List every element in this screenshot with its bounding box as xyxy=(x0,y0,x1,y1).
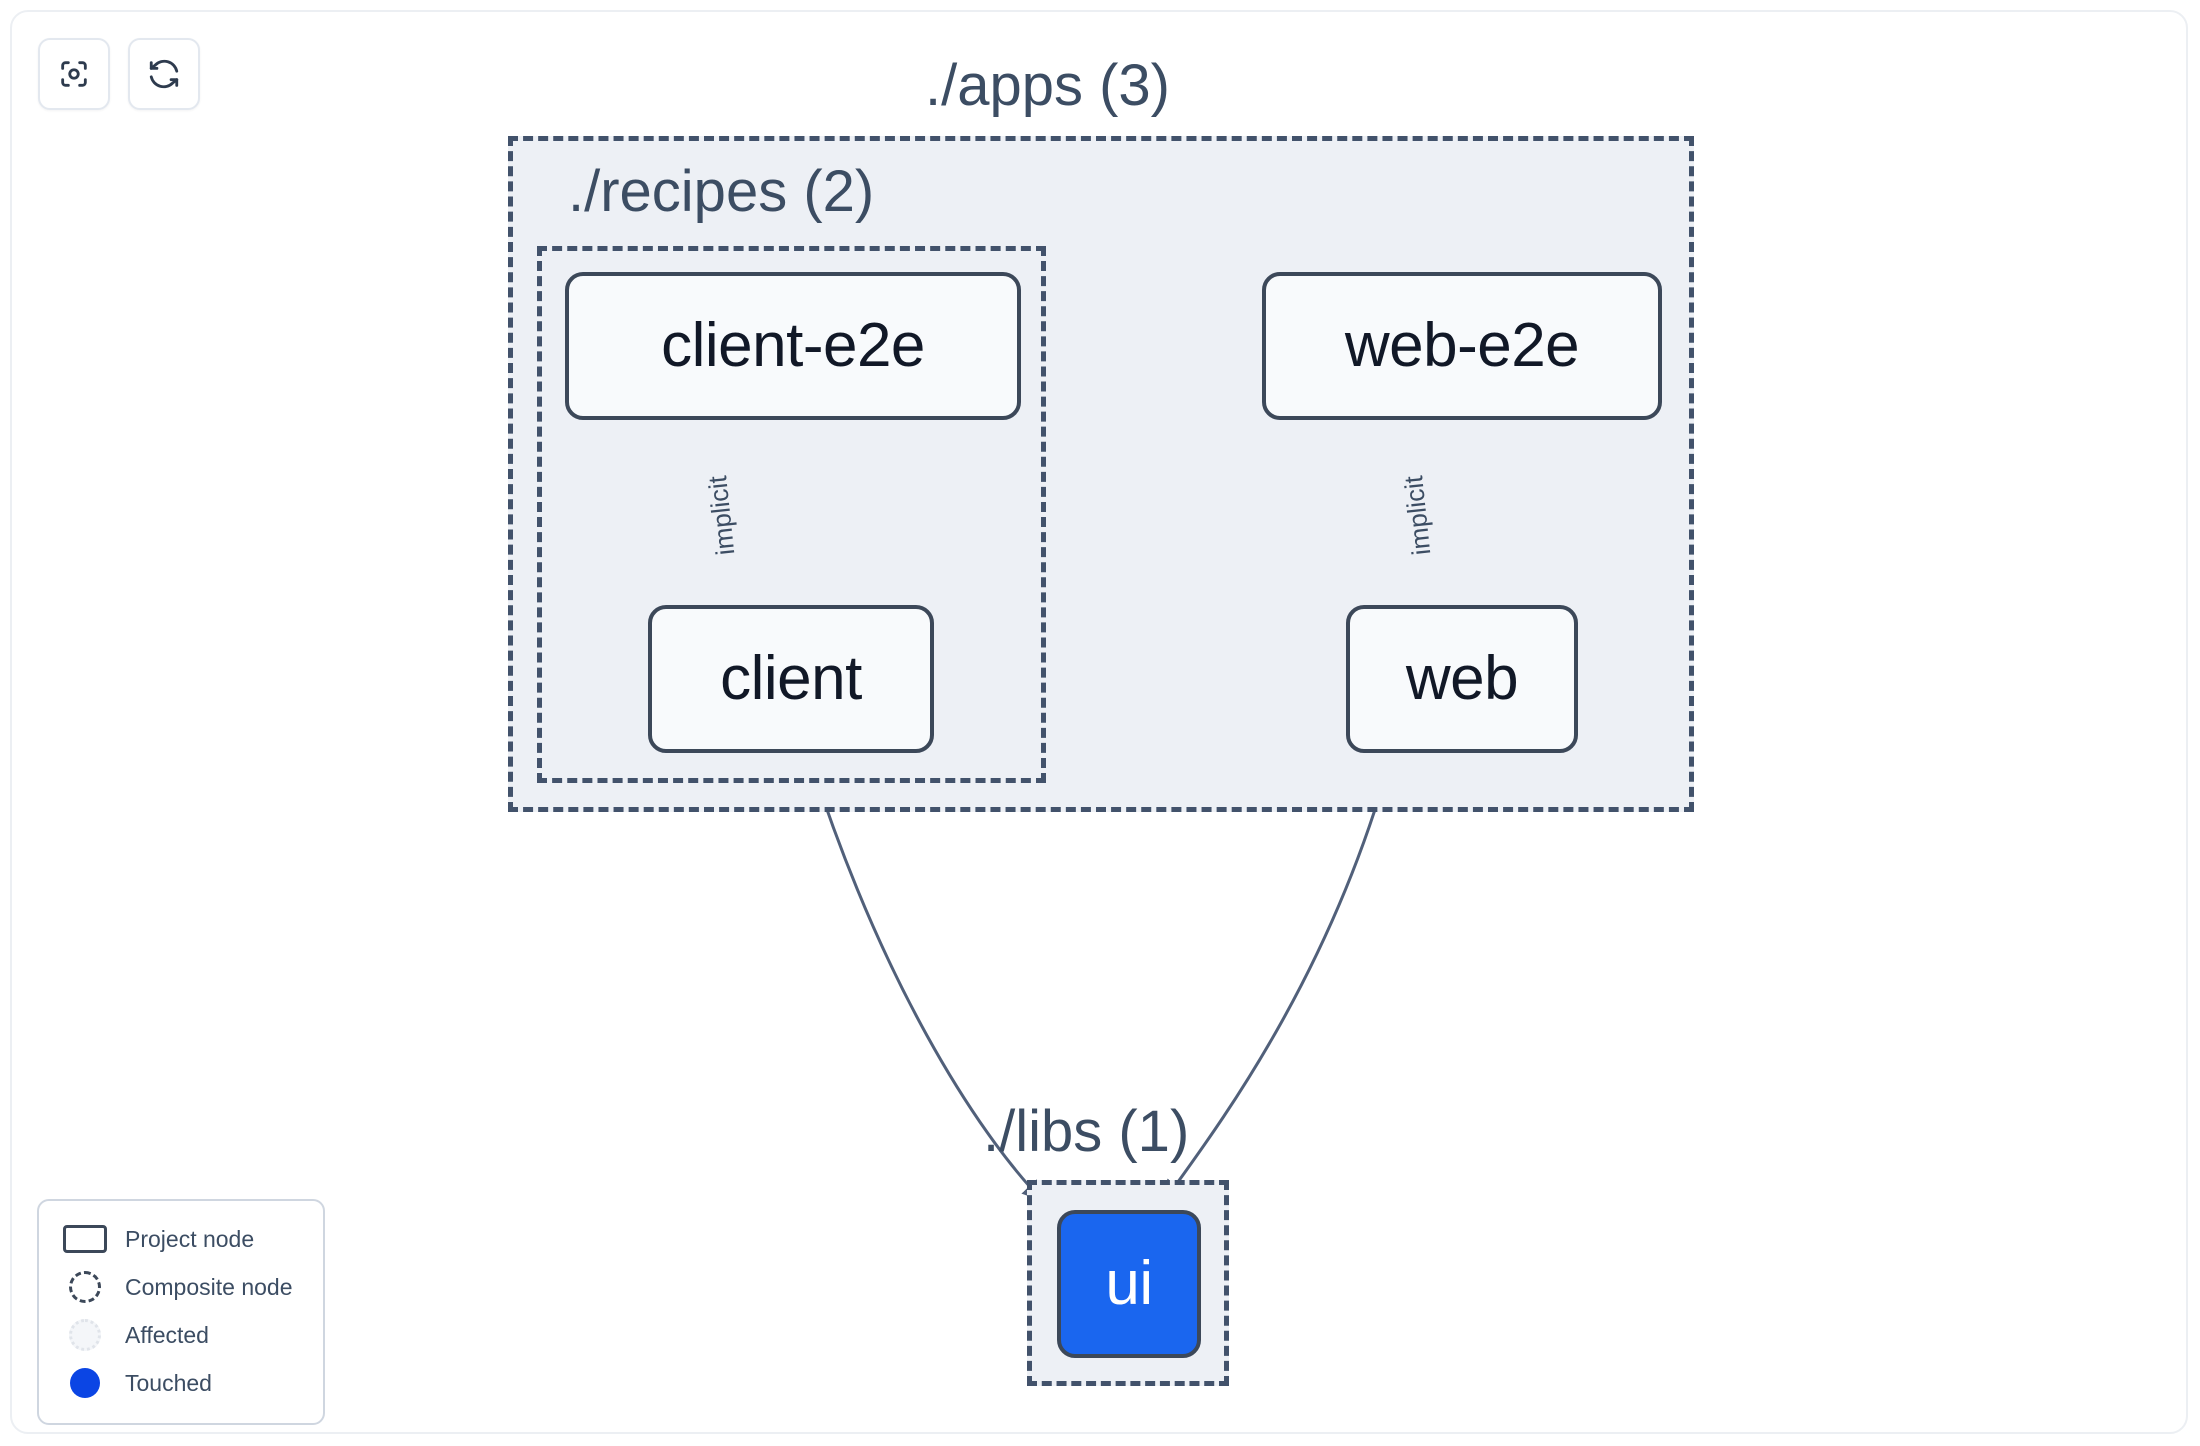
group-recipes-label: ./recipes (2) xyxy=(568,159,875,224)
edge-web-to-ui[interactable] xyxy=(1163,752,1394,1202)
group-apps-label: ./apps (3) xyxy=(925,53,1170,118)
composite-node-icon xyxy=(57,1271,113,1303)
legend-label-composite-node: Composite node xyxy=(125,1273,293,1300)
focus-graph-button[interactable] xyxy=(38,38,110,110)
legend-label-touched: Touched xyxy=(125,1369,212,1396)
edge-client-to-ui[interactable] xyxy=(806,752,1044,1202)
node-web[interactable]: web xyxy=(1346,605,1578,753)
focus-target-icon xyxy=(57,57,91,91)
legend-label-project-node: Project node xyxy=(125,1225,255,1252)
legend-label-affected: Affected xyxy=(125,1321,209,1348)
legend-item-project-node: Project node xyxy=(57,1215,305,1263)
node-client[interactable]: client xyxy=(648,605,934,753)
node-ui[interactable]: ui xyxy=(1057,1210,1201,1358)
affected-node-icon xyxy=(57,1319,113,1351)
refresh-graph-button[interactable] xyxy=(128,38,200,110)
legend-item-touched: Touched xyxy=(57,1359,305,1407)
project-node-icon xyxy=(57,1225,113,1253)
legend-item-composite-node: Composite node xyxy=(57,1263,305,1311)
node-client-e2e[interactable]: client-e2e xyxy=(565,272,1021,420)
legend-item-affected: Affected xyxy=(57,1311,305,1359)
node-web-e2e[interactable]: web-e2e xyxy=(1262,272,1662,420)
group-libs-label: ./libs (1) xyxy=(983,1099,1190,1164)
graph-legend: Project node Composite node Affected Tou… xyxy=(37,1199,325,1425)
graph-toolbar xyxy=(38,38,200,110)
touched-node-icon xyxy=(57,1368,113,1398)
refresh-icon xyxy=(147,57,181,91)
